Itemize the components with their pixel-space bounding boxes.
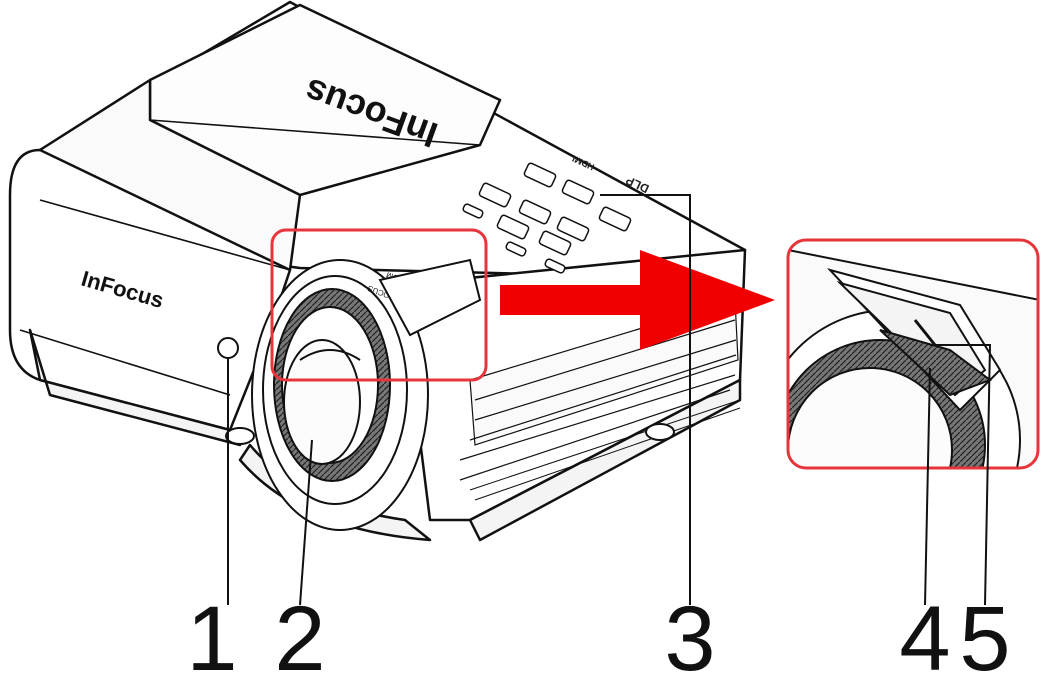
callout-3: 3 [664,588,715,675]
control-panel [462,162,632,274]
projection-lens [251,259,429,531]
leader-lines [227,194,992,606]
callout-1: 1 [186,588,237,675]
ir-receiver [217,337,239,359]
magnify-arrow [500,250,775,350]
callout-5: 5 [959,588,1010,675]
zoom-detail [786,238,1040,470]
callout-2: 2 [274,588,325,675]
callout-4: 4 [899,588,950,675]
highlight-box-source [270,228,488,382]
feet [225,423,675,445]
zoom-lever-housing [378,258,482,337]
